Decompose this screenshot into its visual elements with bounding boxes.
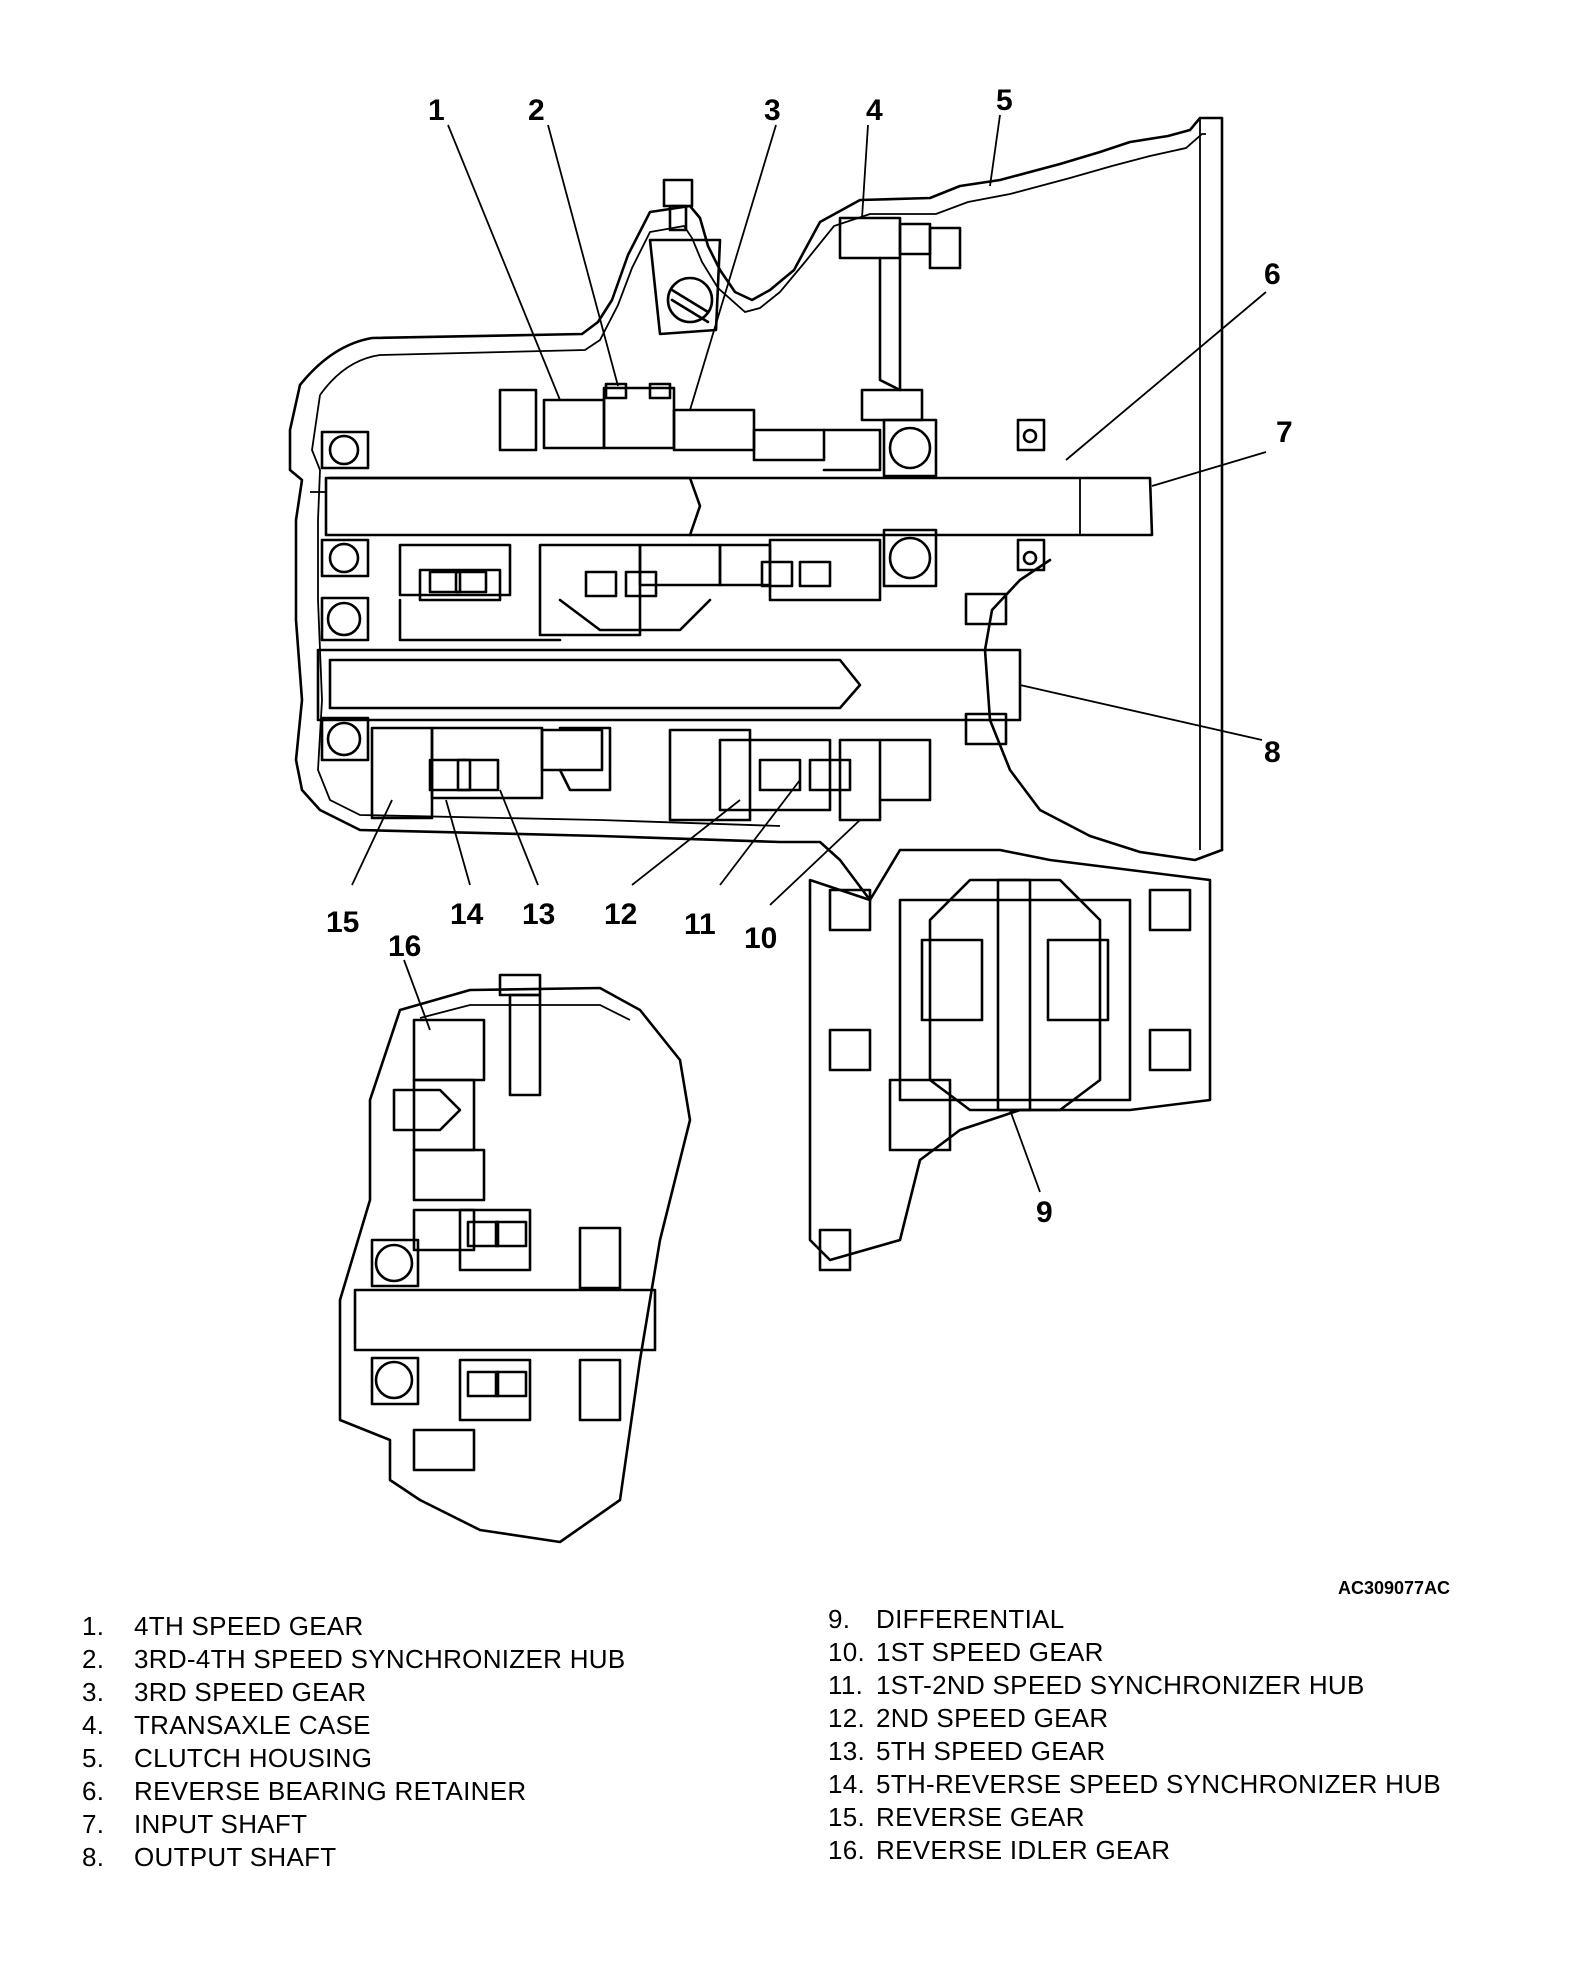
callout-8: 8 bbox=[1264, 736, 1281, 769]
legend-item: 6. REVERSE BEARING RETAINER bbox=[82, 1775, 626, 1808]
transaxle-housing-outline bbox=[288, 116, 1224, 902]
legend-label: 4TH SPEED GEAR bbox=[134, 1611, 364, 1641]
legend-item: 1. 4TH SPEED GEAR bbox=[82, 1610, 626, 1643]
legend-left-column: 1. 4TH SPEED GEAR 2. 3RD-4TH SPEED SYNCHRO… bbox=[82, 1610, 626, 1874]
legend-number: 11. bbox=[828, 1670, 864, 1700]
legend-number: 15. bbox=[828, 1802, 866, 1832]
callout-14: 14 bbox=[450, 898, 484, 931]
legend-label: 1ST-2ND SPEED SYNCHRONIZER HUB bbox=[876, 1670, 1365, 1700]
callout-5: 5 bbox=[996, 84, 1013, 117]
callout-10: 10 bbox=[744, 922, 777, 955]
case-bolt-top bbox=[648, 178, 722, 336]
callout-6: 6 bbox=[1264, 258, 1281, 291]
callout-9: 9 bbox=[1036, 1196, 1053, 1229]
differential bbox=[808, 848, 1212, 1272]
reverse-idler-section bbox=[338, 973, 692, 1544]
legend-item: 7. INPUT SHAFT bbox=[82, 1808, 626, 1841]
figure-id: AC309077AC bbox=[1338, 1578, 1451, 1598]
legend-label: CLUTCH HOUSING bbox=[134, 1743, 373, 1773]
legend-item: 16. REVERSE IDLER GEAR bbox=[828, 1834, 1441, 1867]
legend-number: 10. bbox=[828, 1637, 866, 1667]
legend-item: 13. 5TH SPEED GEAR bbox=[828, 1735, 1441, 1768]
legend-item: 9. DIFFERENTIAL bbox=[828, 1603, 1441, 1636]
legend-label: 1ST SPEED GEAR bbox=[876, 1637, 1104, 1667]
legend-item: 5. CLUTCH HOUSING bbox=[82, 1742, 626, 1775]
legend-label: 3RD SPEED GEAR bbox=[134, 1677, 367, 1707]
legend-label: INPUT SHAFT bbox=[134, 1809, 308, 1839]
legend-item: 4. TRANSAXLE CASE bbox=[82, 1709, 626, 1742]
legend-label: DIFFERENTIAL bbox=[876, 1604, 1065, 1634]
callout-numbers: 1 2 3 4 5 6 7 8 9 10 11 12 13 14 15 16 bbox=[326, 84, 1293, 1229]
legend-label: REVERSE BEARING RETAINER bbox=[134, 1776, 527, 1806]
legend-number: 3. bbox=[82, 1677, 105, 1707]
lower-gears bbox=[370, 726, 932, 822]
legend-label: REVERSE IDLER GEAR bbox=[876, 1835, 1171, 1865]
legend-item: 3. 3RD SPEED GEAR bbox=[82, 1676, 626, 1709]
legend-item: 12. 2ND SPEED GEAR bbox=[828, 1702, 1441, 1735]
legend-number: 8. bbox=[82, 1842, 105, 1872]
leader-lines bbox=[351, 114, 1267, 1193]
callout-4: 4 bbox=[866, 94, 883, 127]
legend-label: 5TH SPEED GEAR bbox=[876, 1736, 1106, 1766]
legend-number: 4. bbox=[82, 1710, 105, 1740]
callout-12: 12 bbox=[604, 898, 637, 931]
callout-3: 3 bbox=[764, 94, 781, 127]
callout-2: 2 bbox=[528, 94, 545, 127]
callout-16: 16 bbox=[388, 930, 421, 963]
input-shaft bbox=[310, 476, 1154, 537]
legend-number: 14. bbox=[828, 1769, 866, 1799]
legend-label: 2ND SPEED GEAR bbox=[876, 1703, 1109, 1733]
legend-label: REVERSE GEAR bbox=[876, 1802, 1085, 1832]
legend-item: 2. 3RD-4TH SPEED SYNCHRONIZER HUB bbox=[82, 1643, 626, 1676]
legend-label: OUTPUT SHAFT bbox=[134, 1842, 337, 1872]
legend-label: 5TH-REVERSE SPEED SYNCHRONIZER HUB bbox=[876, 1769, 1441, 1799]
callout-1: 1 bbox=[428, 94, 445, 127]
callout-7: 7 bbox=[1276, 416, 1293, 449]
callout-11: 11 bbox=[684, 908, 716, 941]
legend-number: 13. bbox=[828, 1736, 866, 1766]
legend-item: 10. 1ST SPEED GEAR bbox=[828, 1636, 1441, 1669]
legend-label: TRANSAXLE CASE bbox=[134, 1710, 371, 1740]
legend-number: 1. bbox=[82, 1611, 105, 1641]
legend-number: 6. bbox=[82, 1776, 105, 1806]
legend-right-column: 9. DIFFERENTIAL 10. 1ST SPEED GEAR 11. 1ST-… bbox=[828, 1603, 1441, 1867]
legend-number: 5. bbox=[82, 1743, 105, 1773]
callout-15: 15 bbox=[326, 906, 359, 939]
upper-gears bbox=[398, 382, 882, 642]
bearings bbox=[320, 418, 1046, 762]
legend-item: 11. 1ST-2ND SPEED SYNCHRONIZER HUB bbox=[828, 1669, 1441, 1702]
legend-number: 12. bbox=[828, 1703, 866, 1733]
legend-number: 2. bbox=[82, 1644, 105, 1674]
legend-label: 3RD-4TH SPEED SYNCHRONIZER HUB bbox=[134, 1644, 626, 1674]
case-bolt-right bbox=[838, 216, 962, 422]
legend-item: 15. REVERSE GEAR bbox=[828, 1801, 1441, 1834]
legend-number: 9. bbox=[828, 1604, 851, 1634]
callout-13: 13 bbox=[522, 898, 555, 931]
legend-number: 7. bbox=[82, 1809, 105, 1839]
legend-number: 16. bbox=[828, 1835, 866, 1865]
legend-item: 8. OUTPUT SHAFT bbox=[82, 1841, 626, 1874]
output-shaft bbox=[316, 648, 1022, 722]
legend-item: 14. 5TH-REVERSE SPEED SYNCHRONIZER HUB bbox=[828, 1768, 1441, 1801]
